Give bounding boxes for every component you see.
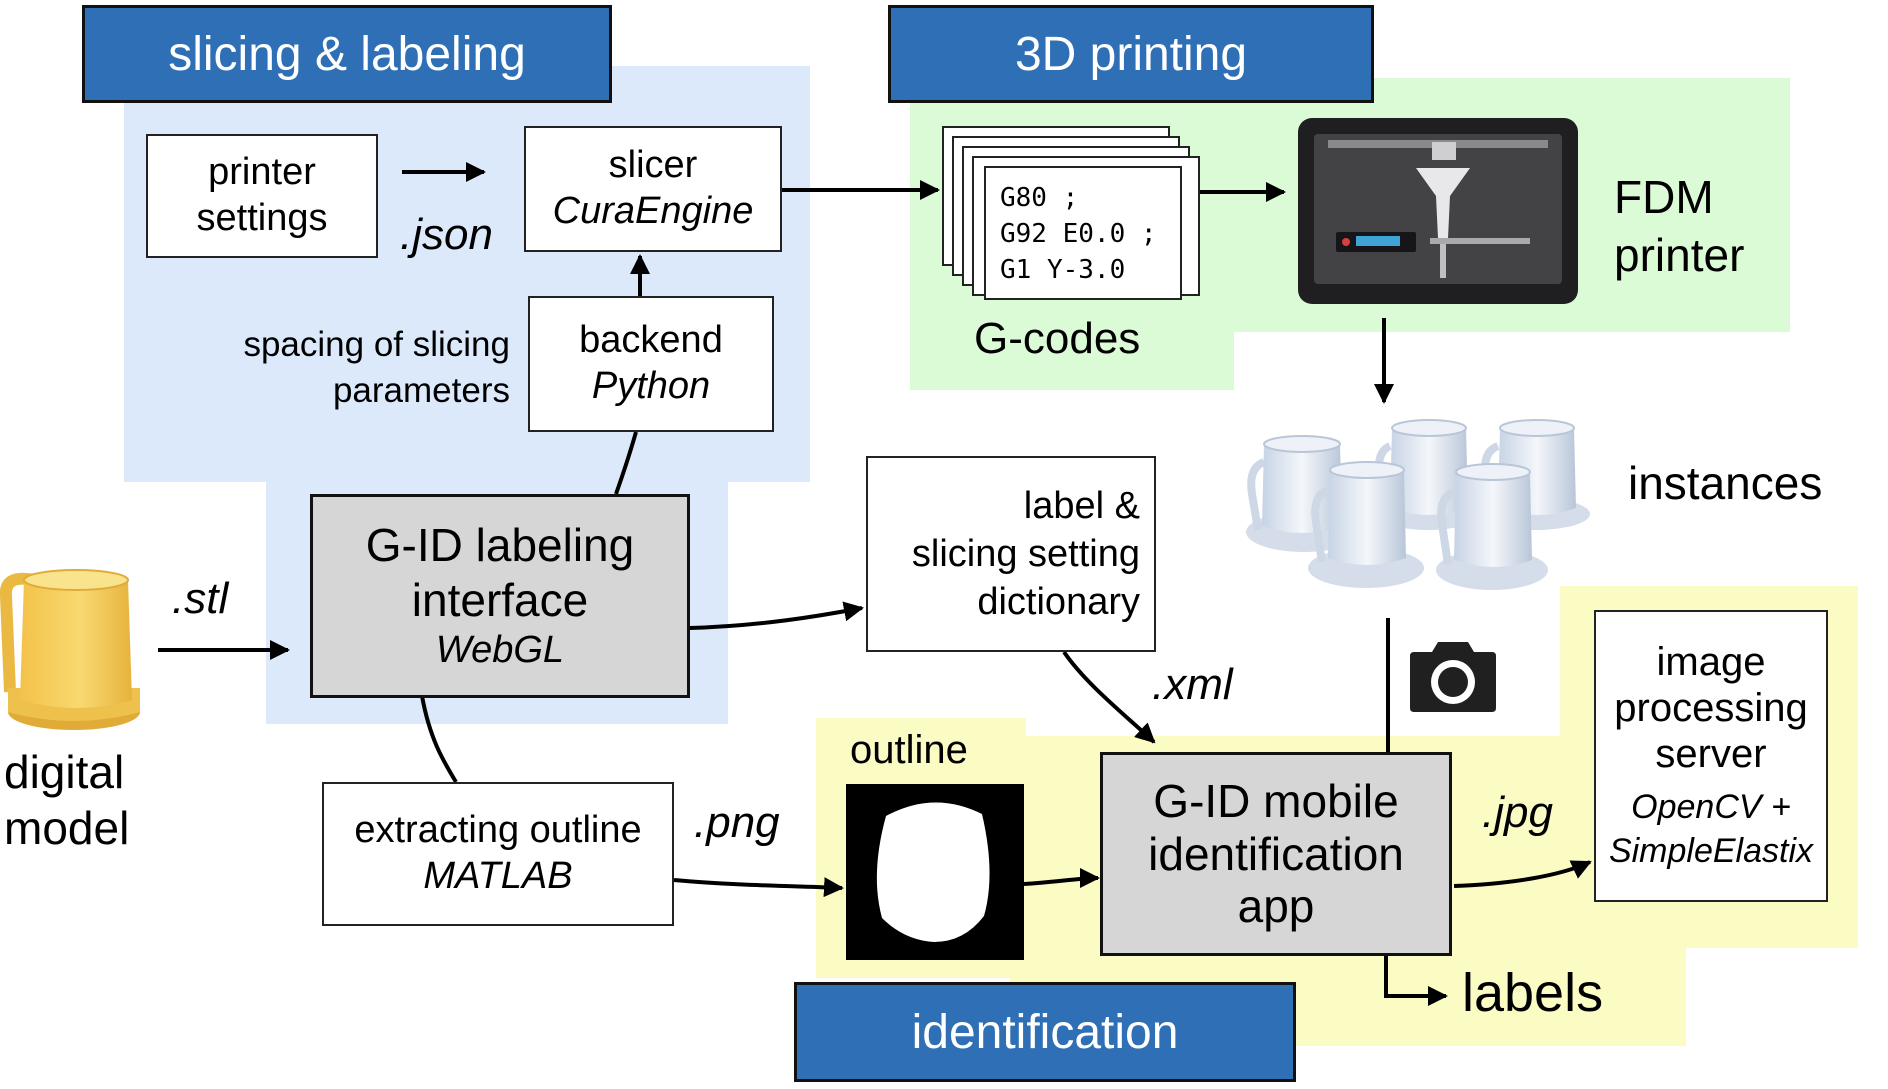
printing-region-lower: [910, 320, 1234, 390]
dictionary-line-1: label &: [1023, 485, 1140, 527]
header-slicing-labeling: slicing & labeling: [82, 5, 612, 103]
extracting-outline-box: extracting outline MATLAB: [322, 782, 674, 926]
mug-3d-model: [0, 569, 140, 730]
slicer-title: slicer: [608, 144, 698, 187]
dictionary-box: label & slicing setting dictionary: [866, 456, 1156, 652]
printed-mug-5: [1436, 463, 1548, 590]
line-interface-to-backend: [614, 431, 638, 495]
arrow-dictionary-to-app: [1062, 650, 1156, 744]
printer-settings-box: printer settings: [146, 134, 378, 258]
slicer-box: slicer CuraEngine: [524, 126, 782, 252]
instances-label: instances: [1628, 457, 1823, 509]
fdm-printer-label: FDM printer: [1614, 168, 1744, 284]
extracting-outline-sub: MATLAB: [423, 855, 573, 897]
slicer-sub: CuraEngine: [552, 190, 754, 232]
digital-model-line-2: model: [4, 802, 130, 854]
fdm-printer-line-2: printer: [1614, 229, 1745, 281]
camera-icon: [1410, 642, 1496, 712]
gid-interface-line-2: interface: [411, 574, 589, 627]
spacing-label: spacing of slicing parameters: [204, 322, 510, 414]
server-sub-line-1: OpenCV +: [1631, 788, 1791, 826]
arrow-app-to-labels: [1384, 956, 1448, 1006]
backend-box: backend Python: [528, 296, 774, 432]
header-slicing-labeling-text: slicing & labeling: [168, 27, 526, 81]
gid-mobile-line-2: identification: [1148, 827, 1404, 880]
gid-mobile-line-1: G-ID mobile: [1153, 774, 1399, 827]
labels-output-label: labels: [1462, 963, 1604, 1023]
backend-sub: Python: [591, 365, 711, 407]
extracting-outline-title: extracting outline: [354, 809, 642, 852]
printer-settings-line-2: settings: [196, 197, 328, 239]
header-identification-text: identification: [911, 1005, 1179, 1059]
gid-interface-line-1: G-ID labeling: [365, 519, 635, 572]
outline-mask-image: [846, 784, 1024, 960]
backend-title: backend: [579, 319, 723, 362]
server-line-1: image: [1656, 640, 1766, 684]
spacing-label-line-2: parameters: [332, 371, 510, 410]
identification-region-bottom-right: [1540, 940, 1686, 1046]
dictionary-line-2: slicing setting: [911, 533, 1140, 575]
dictionary-line-3: dictionary: [977, 581, 1140, 623]
server-line-3: server: [1655, 732, 1767, 776]
header-3d-printing: 3D printing: [888, 5, 1374, 103]
gid-mobile-app-box: G-ID mobile identification app: [1100, 752, 1452, 956]
spacing-label-line-1: spacing of slicing: [243, 325, 510, 364]
printed-mug-4: [1308, 461, 1424, 588]
arrow-interface-to-dictionary: [689, 601, 864, 630]
server-sub-line-2: SimpleElastix: [1608, 832, 1814, 870]
gid-interface-sub: WebGL: [435, 629, 565, 672]
server-line-2: processing: [1614, 686, 1808, 730]
gcodes-label: G-codes: [974, 314, 1141, 363]
printed-mugs-image: [1246, 419, 1590, 590]
header-3d-printing-text: 3D printing: [1014, 27, 1248, 81]
image-processing-server-box: image processing server OpenCV + SimpleE…: [1594, 610, 1828, 902]
fdm-printer-line-1: FDM: [1614, 171, 1714, 223]
header-identification: identification: [794, 982, 1296, 1082]
png-label: .png: [694, 798, 780, 847]
gid-labeling-interface-box: G-ID labeling interface WebGL: [310, 494, 690, 698]
json-label: .json: [400, 210, 493, 259]
digital-model-label: digital model: [4, 744, 129, 856]
gcode-line-2: G92 E0.0 ;: [1000, 219, 1157, 249]
gcode-line-3: G1 Y-3.0: [1000, 255, 1126, 285]
digital-model-line-1: digital: [4, 746, 125, 798]
arrow-app-to-server: [1453, 860, 1592, 888]
printer-settings-line-1: printer: [208, 151, 316, 194]
arrow-extracting-to-outline: [673, 877, 844, 898]
xml-label: .xml: [1152, 660, 1233, 709]
gcode-line-1: G80 ;: [1000, 183, 1079, 213]
outline-label: outline: [850, 728, 968, 772]
arrow-outline-to-app: [1023, 868, 1100, 889]
gid-mobile-line-3: app: [1237, 880, 1315, 933]
jpg-label: .jpg: [1482, 788, 1553, 837]
line-interface-to-extracting: [420, 695, 458, 784]
gcode-card-front: G80 ; G92 E0.0 ; G1 Y-3.0: [984, 166, 1182, 300]
stl-label: .stl: [172, 574, 229, 623]
fdm-printer-image: [1298, 118, 1578, 304]
